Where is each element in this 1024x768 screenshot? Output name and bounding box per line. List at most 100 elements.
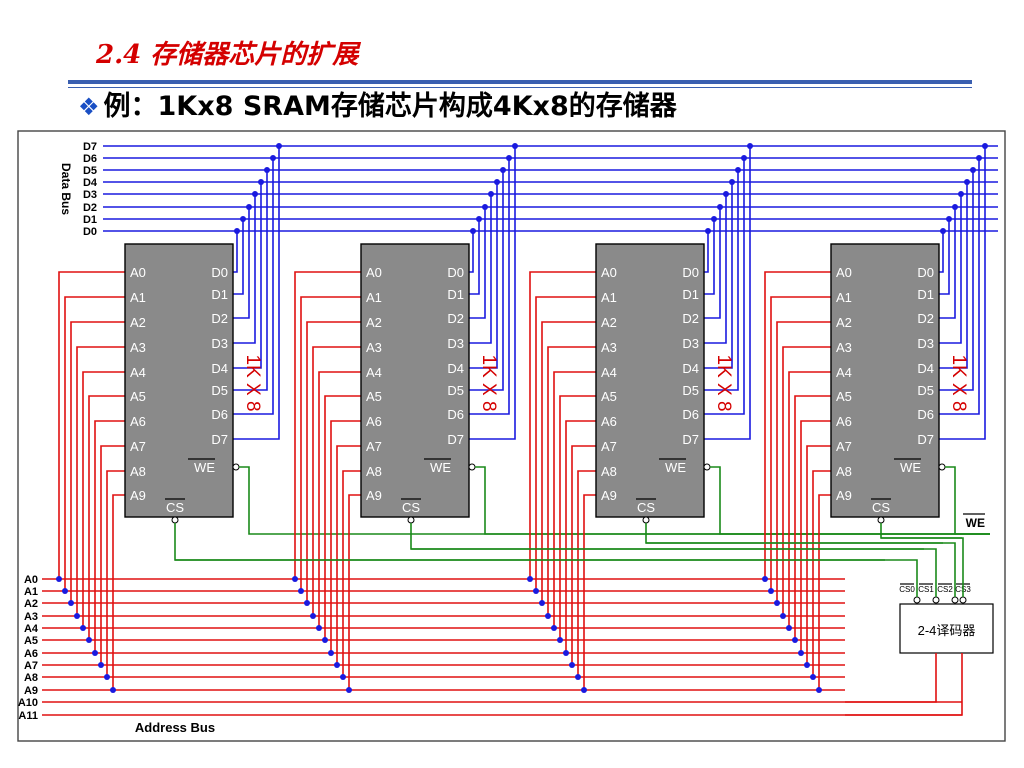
data-junction-chip1-D7 [512, 143, 518, 149]
chip0-pin-A5: A5 [130, 389, 146, 404]
data-junction-chip0-D6 [270, 155, 276, 161]
chip2-pin-WE: WE [665, 460, 686, 475]
title-rule-thin [68, 87, 972, 88]
decoder-label: 2-4译码器 [918, 623, 976, 638]
data-wire-chip3-D5 [939, 170, 974, 391]
chip0-pin-A4: A4 [130, 365, 146, 380]
address-junction-chip0-A8 [104, 674, 110, 680]
chip1-we-bubble [468, 463, 476, 471]
we-wire-chip3 [945, 466, 990, 535]
address-junction-chip0-A3 [74, 613, 80, 619]
data-wire-chip3-D4 [939, 182, 968, 369]
chip3-pin-D5: D5 [917, 383, 934, 398]
data-wire-chip3-D6 [939, 158, 980, 415]
data-junction-chip3-D5 [970, 167, 976, 173]
decoder-output-CS0: CS0 [899, 585, 915, 594]
memory-chip-1 [360, 243, 470, 518]
data-wire-chip2-D3 [704, 194, 727, 344]
data-wire-chip3-D2 [939, 207, 956, 319]
chip2-pin-A5: A5 [601, 389, 617, 404]
chip3-pin-A2: A2 [836, 315, 852, 330]
memory-chip-2 [595, 243, 705, 518]
decoder-output-bubble-CS2 [951, 596, 959, 604]
address-junction-chip3-A9 [816, 687, 822, 693]
address-wire-chip1-A0 [294, 271, 361, 579]
address-junction-chip3-A3 [780, 613, 786, 619]
data-junction-chip1-D5 [500, 167, 506, 173]
address-junction-chip3-A1 [768, 588, 774, 594]
decoder-output-bubble-CS3 [959, 596, 967, 604]
chip1-pin-D2: D2 [447, 311, 464, 326]
address-wire-chip2-A7 [571, 445, 596, 665]
chip0-pin-D2: D2 [211, 311, 228, 326]
data-wire-chip2-D1 [704, 219, 715, 295]
address-wire-chip3-A1 [770, 296, 831, 591]
data-junction-chip3-D0 [940, 228, 946, 234]
chip2-pin-D5: D5 [682, 383, 699, 398]
address-wire-chip2-A6 [565, 420, 596, 653]
chip1-pin-WE: WE [430, 460, 451, 475]
data-junction-chip0-D7 [276, 143, 282, 149]
chip1-pin-D6: D6 [447, 407, 464, 422]
data-junction-chip3-D2 [952, 204, 958, 210]
address-wire-chip1-A4 [318, 371, 361, 628]
data-bus-label-D7: D7 [83, 141, 97, 153]
address-bus-label-A8: A8 [24, 672, 38, 684]
address-wire-chip1-A2 [306, 321, 361, 603]
decoder-2-4 [899, 603, 994, 654]
chip3-pin-D3: D3 [917, 336, 934, 351]
address-wire-A10-decoder [845, 653, 937, 703]
address-wire-chip3-A9 [818, 494, 831, 690]
address-wire-chip0-A6 [94, 420, 125, 653]
data-wire-chip0-D3 [233, 194, 256, 344]
chip2-capacity-label: 1K X 8 [713, 354, 734, 411]
address-junction-chip3-A0 [762, 576, 768, 582]
data-bus-label-D1: D1 [83, 214, 97, 226]
address-wire-chip2-A8 [577, 470, 596, 677]
chip3-we-bubble [938, 463, 946, 471]
address-wire-chip1-A3 [312, 346, 361, 616]
chip1-pin-A7: A7 [366, 439, 382, 454]
chip2-pin-A8: A8 [601, 464, 617, 479]
data-junction-chip0-D4 [258, 179, 264, 185]
address-wire-A11-decoder [845, 653, 963, 716]
address-junction-chip1-A0 [292, 576, 298, 582]
chip3-pin-A1: A1 [836, 290, 852, 305]
address-junction-chip2-A9 [581, 687, 587, 693]
chip0-pin-A3: A3 [130, 340, 146, 355]
chip1-pin-D4: D4 [447, 361, 464, 376]
address-bus-label-A10: A10 [18, 697, 38, 709]
chip1-pin-A9: A9 [366, 488, 382, 503]
chip0-capacity-label: 1K X 8 [242, 354, 263, 411]
diamond-bullet-icon: ❖ [78, 93, 100, 121]
address-junction-chip1-A2 [304, 600, 310, 606]
data-junction-chip1-D3 [488, 191, 494, 197]
chip0-pin-A2: A2 [130, 315, 146, 330]
data-wire-chip1-D2 [469, 207, 486, 319]
chip2-pin-D3: D3 [682, 336, 699, 351]
diagram-frame [17, 130, 1006, 742]
address-junction-chip2-A1 [533, 588, 539, 594]
address-bus-label-A6: A6 [24, 648, 38, 660]
address-junction-chip3-A8 [810, 674, 816, 680]
chip2-we-bubble [703, 463, 711, 471]
decoder-cs-link-CS1 [411, 548, 937, 597]
we-signal-label: WE [966, 516, 985, 530]
chip1-pin-A0: A0 [366, 265, 382, 280]
data-junction-chip2-D3 [723, 191, 729, 197]
data-junction-chip1-D4 [494, 179, 500, 185]
decoder-cs-link-CS0 [175, 559, 918, 597]
address-wire-chip1-A6 [330, 420, 361, 653]
slide-title: 2.4 存储器芯片的扩展 [96, 40, 359, 70]
address-junction-chip1-A9 [346, 687, 352, 693]
address-junction-chip3-A6 [798, 650, 804, 656]
chip1-pin-A6: A6 [366, 414, 382, 429]
chip1-pin-D3: D3 [447, 336, 464, 351]
chip1-pin-CS: CS [402, 500, 420, 515]
data-wire-chip2-D7 [704, 146, 751, 440]
data-wire-chip3-D1 [939, 219, 950, 295]
data-wire-chip3-D0 [939, 231, 944, 273]
address-junction-chip1-A4 [316, 625, 322, 631]
data-wire-chip2-D2 [704, 207, 721, 319]
data-wire-chip0-D5 [233, 170, 268, 391]
